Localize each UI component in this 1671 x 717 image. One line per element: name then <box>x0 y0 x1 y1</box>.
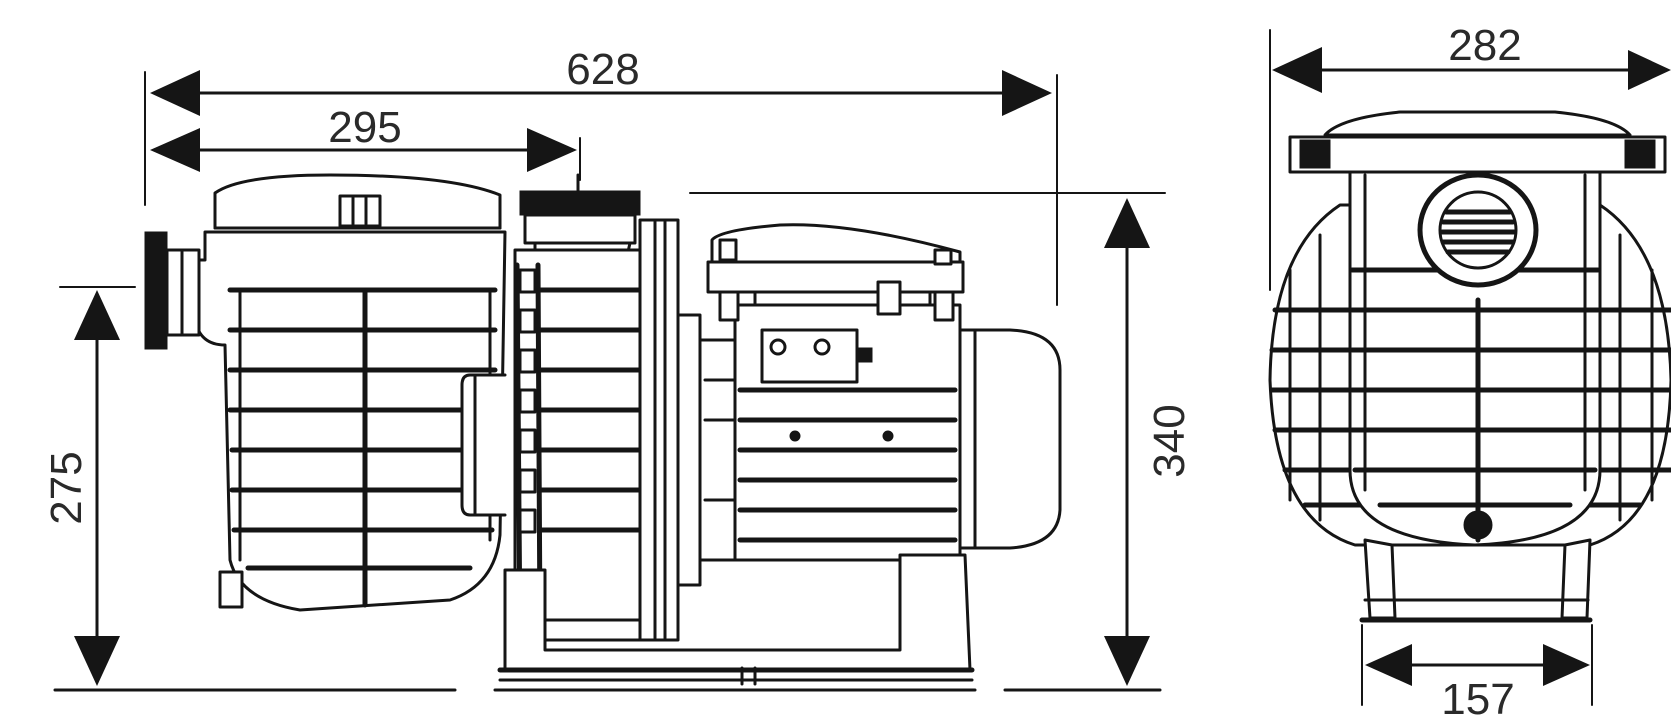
front-strainer-body <box>1348 168 1602 547</box>
side-view: 628 295 275 340 <box>42 45 1194 692</box>
dimension-label-275: 275 <box>42 451 91 524</box>
pump-base <box>497 553 975 686</box>
seal-plate <box>638 218 702 642</box>
strainer-coupling <box>460 373 507 517</box>
front-base-feet <box>1359 538 1593 623</box>
dimension-label-628: 628 <box>566 45 639 94</box>
strainer-body <box>193 230 507 612</box>
front-strainer-lid <box>1288 110 1667 174</box>
dimension-overall-width: 282 <box>1272 21 1671 93</box>
dimension-inlet-height: 275 <box>42 290 120 686</box>
dimension-base-width: 157 <box>1365 644 1590 717</box>
motor-adapter <box>698 338 737 562</box>
strainer-lid <box>213 173 502 230</box>
dimension-label-157: 157 <box>1441 675 1514 717</box>
dimension-label-282: 282 <box>1448 21 1521 70</box>
front-outlet-port <box>1417 172 1539 288</box>
dimension-overall-length: 628 <box>150 45 1052 116</box>
motor-body <box>733 303 962 562</box>
dimension-overall-height: 340 <box>1104 198 1194 686</box>
fan-cover <box>958 328 1062 550</box>
front-view: 282 157 <box>1268 21 1671 717</box>
inlet-connection <box>144 231 201 350</box>
dimension-label-295: 295 <box>328 103 401 152</box>
dimension-label-340: 340 <box>1145 404 1194 477</box>
dimension-strainer-length: 295 <box>150 103 577 172</box>
terminal-box <box>706 223 965 322</box>
